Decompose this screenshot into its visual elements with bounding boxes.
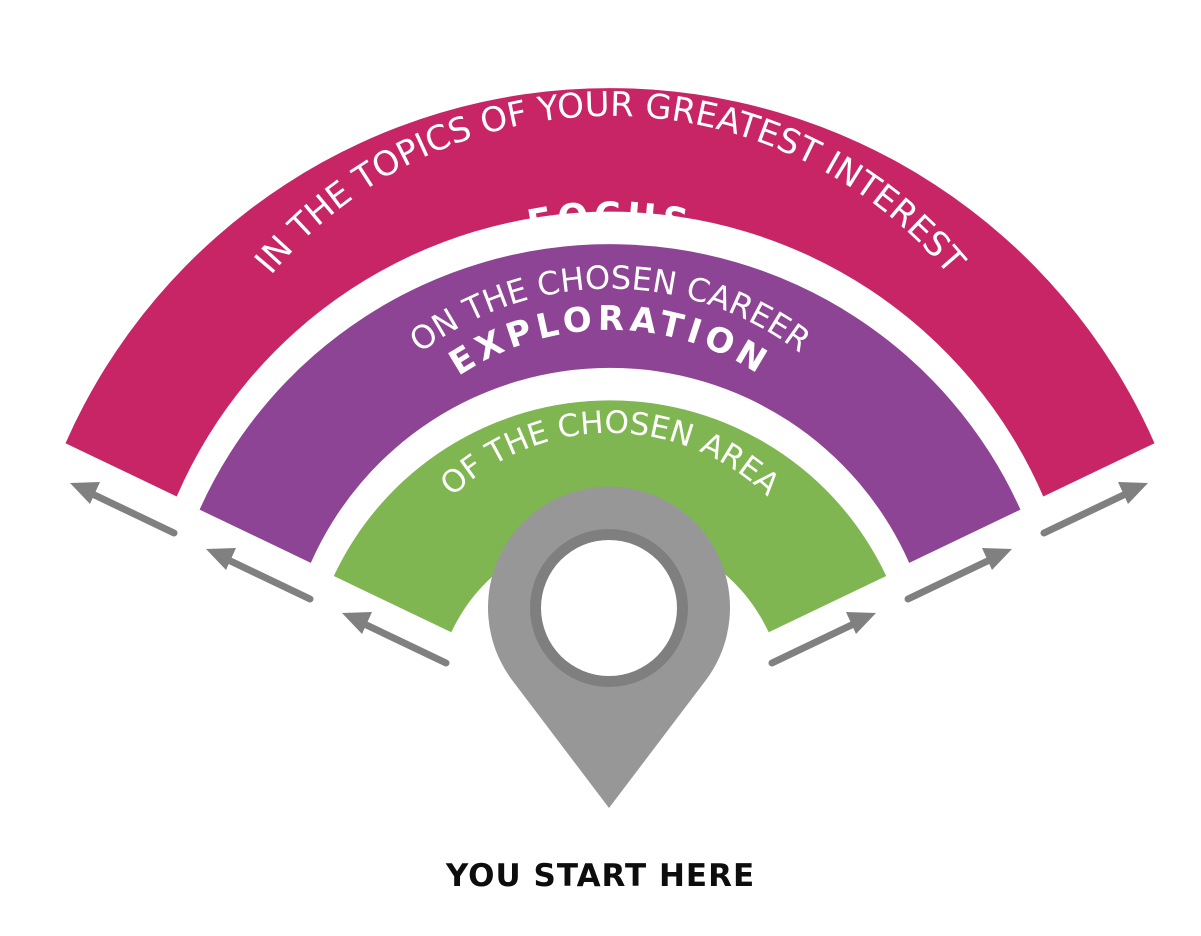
arrow-right-inner <box>768 612 876 667</box>
location-pin-icon <box>487 486 730 808</box>
focus-title: FOCUS <box>524 196 696 245</box>
start-caption: YOU START HERE <box>445 858 756 894</box>
specialize-band <box>65 88 1155 497</box>
arrow-left-inner <box>342 612 450 667</box>
arrow-left-middle <box>206 548 314 603</box>
arrow-right-outer <box>1040 482 1148 537</box>
focus-band <box>199 244 1021 563</box>
arrow-left-outer <box>70 482 178 537</box>
arrow-right-middle <box>904 548 1012 603</box>
